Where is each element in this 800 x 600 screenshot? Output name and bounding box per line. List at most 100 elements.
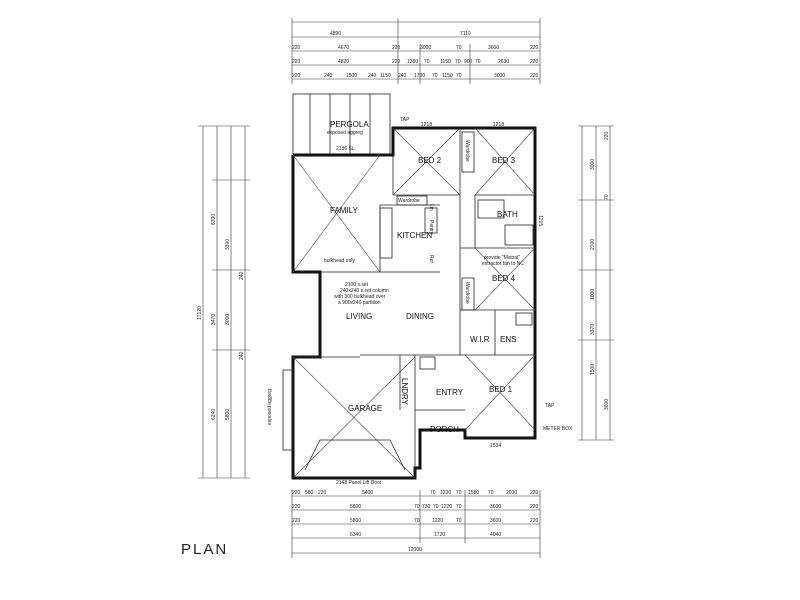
dim-bottom-3d: 1220 [432, 518, 443, 524]
dim-bottom-1e: 70 [430, 490, 436, 496]
dim-bottom-3c: 70 [414, 518, 420, 524]
room-label-bed1: BED 1 [489, 385, 513, 394]
dim-top-3k: 220 [530, 59, 539, 65]
room-label-wir: W.I.R [470, 335, 490, 344]
dim-bottom-1i: 70 [488, 490, 494, 496]
dim-top-2g: 220 [530, 45, 539, 51]
note-column-1: 2100 s.set [345, 282, 369, 288]
note-garage-door: 2148 Panel Lift Door [336, 480, 382, 486]
shower [477, 199, 505, 219]
exterior-walls [291, 126, 537, 480]
pantry [424, 207, 438, 234]
right-dimensions: 3000 2700 1800 3370 1500 3600 70 220 [578, 125, 614, 441]
dim-top-4h: 70 [432, 73, 438, 79]
garage-door-outline [304, 439, 406, 471]
dim-top-4e: 1150 [380, 73, 391, 79]
dim-top-4l: 220 [530, 73, 539, 79]
note-wardrobe-bed4: Wardrobe [464, 282, 470, 304]
dim-right-1: 3000 [590, 159, 596, 170]
annotations: bulkhead only 2100 s.set 240x240 s.set c… [267, 117, 573, 486]
note-column-4: a 900x240 partition [338, 300, 381, 306]
note-bulkhead: bulkhead only [324, 258, 355, 264]
room-label-family: FAMILY [330, 206, 359, 215]
dim-top-4f: 240 [398, 73, 407, 79]
dim-bottom-1f: 1220 [440, 490, 451, 496]
room-label-bed2: BED 2 [418, 156, 442, 165]
dim-bottom-2g: 70 [456, 504, 462, 510]
dim-top-4j: 70 [456, 73, 462, 79]
window-mark-bath: 1215 [537, 215, 543, 226]
pergola-note: exposed aggreg [327, 130, 363, 136]
room-label-porch: PORCH [430, 425, 459, 434]
kitchen-bench [379, 207, 393, 259]
ens-vanity [515, 312, 533, 326]
dim-bottom-4c: 4040 [490, 532, 501, 538]
fixtures [282, 131, 534, 471]
room-label-entry: ENTRY [436, 388, 464, 397]
dim-left-3: 240 [239, 271, 245, 280]
dim-top-4g: 1700 [414, 73, 425, 79]
note-linen: Lin [428, 204, 434, 211]
bottom-dimensions: 220 580 220 5400 70 1220 70 1580 70 2030… [291, 490, 541, 558]
note-extractor-2: extractor fan to NC [482, 261, 524, 267]
dim-top-2e: 70 [456, 45, 462, 51]
room-label-bath: BATH [497, 210, 518, 219]
dim-bottom-1j: 2030 [506, 490, 517, 496]
plan-title: PLAN [181, 541, 229, 558]
room-diagonals [292, 127, 536, 479]
dim-top-3c: 220 [392, 59, 401, 65]
dim-bottom-1b: 580 [305, 490, 314, 496]
dim-top-3d: 1380 [407, 59, 418, 65]
room-label-ens: ENS [500, 335, 516, 344]
dim-bottom-2h: 3600 [490, 504, 501, 510]
dim-bottom-2b: 5800 [350, 504, 361, 510]
note-tap-right: TAP [545, 403, 555, 409]
room-label-kitchen: KITCHEN [397, 231, 432, 240]
dim-bottom-3g: 220 [530, 518, 539, 524]
room-label-dining: DINING [406, 312, 434, 321]
interior-walls [293, 128, 535, 478]
note-tap-top: TAP [400, 117, 410, 123]
dim-top-3i: 70 [475, 59, 481, 65]
dim-left-4: 3470 [211, 314, 217, 325]
window-mark-bed2: 1218 [421, 122, 432, 128]
dim-top-4b: 240 [324, 73, 333, 79]
dim-right-3: 1800 [590, 289, 596, 300]
window-mark-bed3: 1218 [493, 122, 504, 128]
pergola: PERGOLA exposed aggreg 2136 SL [292, 93, 391, 155]
dim-top-3e: 70 [424, 59, 430, 65]
dim-bottom-2a: 220 [292, 504, 301, 510]
dim-left-5: 3000 [225, 314, 231, 325]
note-wardrobe-bed3: Wardrobe [464, 140, 470, 162]
dim-top-3f: 1150 [440, 59, 451, 65]
note-meter-box: METER BOX [543, 426, 573, 432]
dim-top-3h: 900 [464, 59, 473, 65]
dim-bottom-3e: 70 [456, 518, 462, 524]
dim-top-2b: 4670 [338, 45, 349, 51]
dim-bottom-4b: 1720 [434, 532, 445, 538]
dim-bottom-total: 12000 [408, 547, 422, 553]
dim-bottom-3a: 220 [292, 518, 301, 524]
dim-right-6: 3600 [604, 399, 610, 410]
room-label-lndry: LNDRY [400, 378, 409, 406]
note-exposed-aggreg: exposed aggreg [267, 389, 273, 425]
dim-right-4: 3370 [590, 324, 596, 335]
note-extractor-1: provide "Mistral" [484, 255, 520, 261]
dim-top-4d: 240 [368, 73, 377, 79]
garage-steps [282, 369, 294, 451]
note-column-2: 240x240 s.set column [340, 288, 389, 294]
laundry-tub [419, 356, 436, 370]
left-dimensions: 17120 6330 3300 240 3470 3000 240 5800 6… [197, 125, 250, 479]
dim-bottom-2i: 220 [530, 504, 539, 510]
dim-bottom-1d: 5400 [362, 490, 373, 496]
bath-tub [504, 224, 534, 246]
dim-top-1a: 4890 [330, 31, 341, 37]
dim-bottom-2d: 730 [422, 504, 431, 510]
dim-bottom-2e: 70 [433, 504, 439, 510]
wardrobe-bed3 [461, 131, 475, 173]
dim-top-3b: 4820 [338, 59, 349, 65]
dim-left-total: 17120 [197, 306, 203, 320]
dim-top-3j: 2630 [498, 59, 509, 65]
dim-right-5: 1500 [590, 364, 596, 375]
